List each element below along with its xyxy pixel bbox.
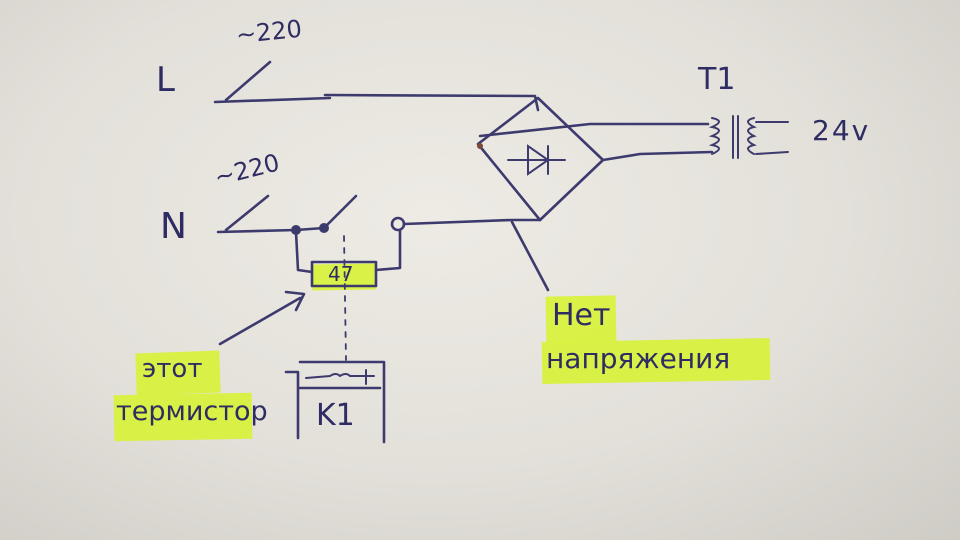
relay-k1-box <box>284 360 386 444</box>
relay-mechanical-link <box>343 235 347 361</box>
t1-secondary-coil <box>747 117 757 155</box>
line-n-wire-2 <box>402 218 542 226</box>
label-transformer: T1 <box>698 62 736 97</box>
annotation-thermistor: термистор <box>116 396 268 427</box>
diode-symbol <box>507 144 566 176</box>
leader-no-voltage <box>510 220 550 292</box>
t1-primary-coil <box>708 117 720 155</box>
relay-contact <box>294 194 358 232</box>
bridge-to-t1-top <box>478 122 710 138</box>
arrow-to-thermistor <box>218 290 306 346</box>
line-n-wire <box>216 228 298 234</box>
line-l-slash <box>224 60 272 102</box>
annotation-this: этот <box>142 354 203 384</box>
n-node-3 <box>390 216 406 232</box>
bridge-node <box>477 143 483 149</box>
label-relay: K1 <box>316 398 355 433</box>
label-output-voltage: 24v <box>812 114 871 147</box>
line-l-wire-2 <box>323 93 540 112</box>
label-neutral: N <box>160 206 187 247</box>
t1-core <box>732 115 739 159</box>
bridge-to-t1-bottom <box>601 150 714 162</box>
line-l-wire <box>213 96 332 104</box>
line-n-slash <box>224 194 270 232</box>
annotation-no: Нет <box>552 298 611 333</box>
thermistor-bypass <box>294 228 402 274</box>
relay-k1-coil <box>305 369 375 385</box>
annotation-voltage: напряжения <box>546 342 731 375</box>
label-thermistor-value: 47 <box>328 262 354 286</box>
t1-secondary-leads <box>755 121 789 155</box>
label-line-l: L <box>156 60 175 100</box>
